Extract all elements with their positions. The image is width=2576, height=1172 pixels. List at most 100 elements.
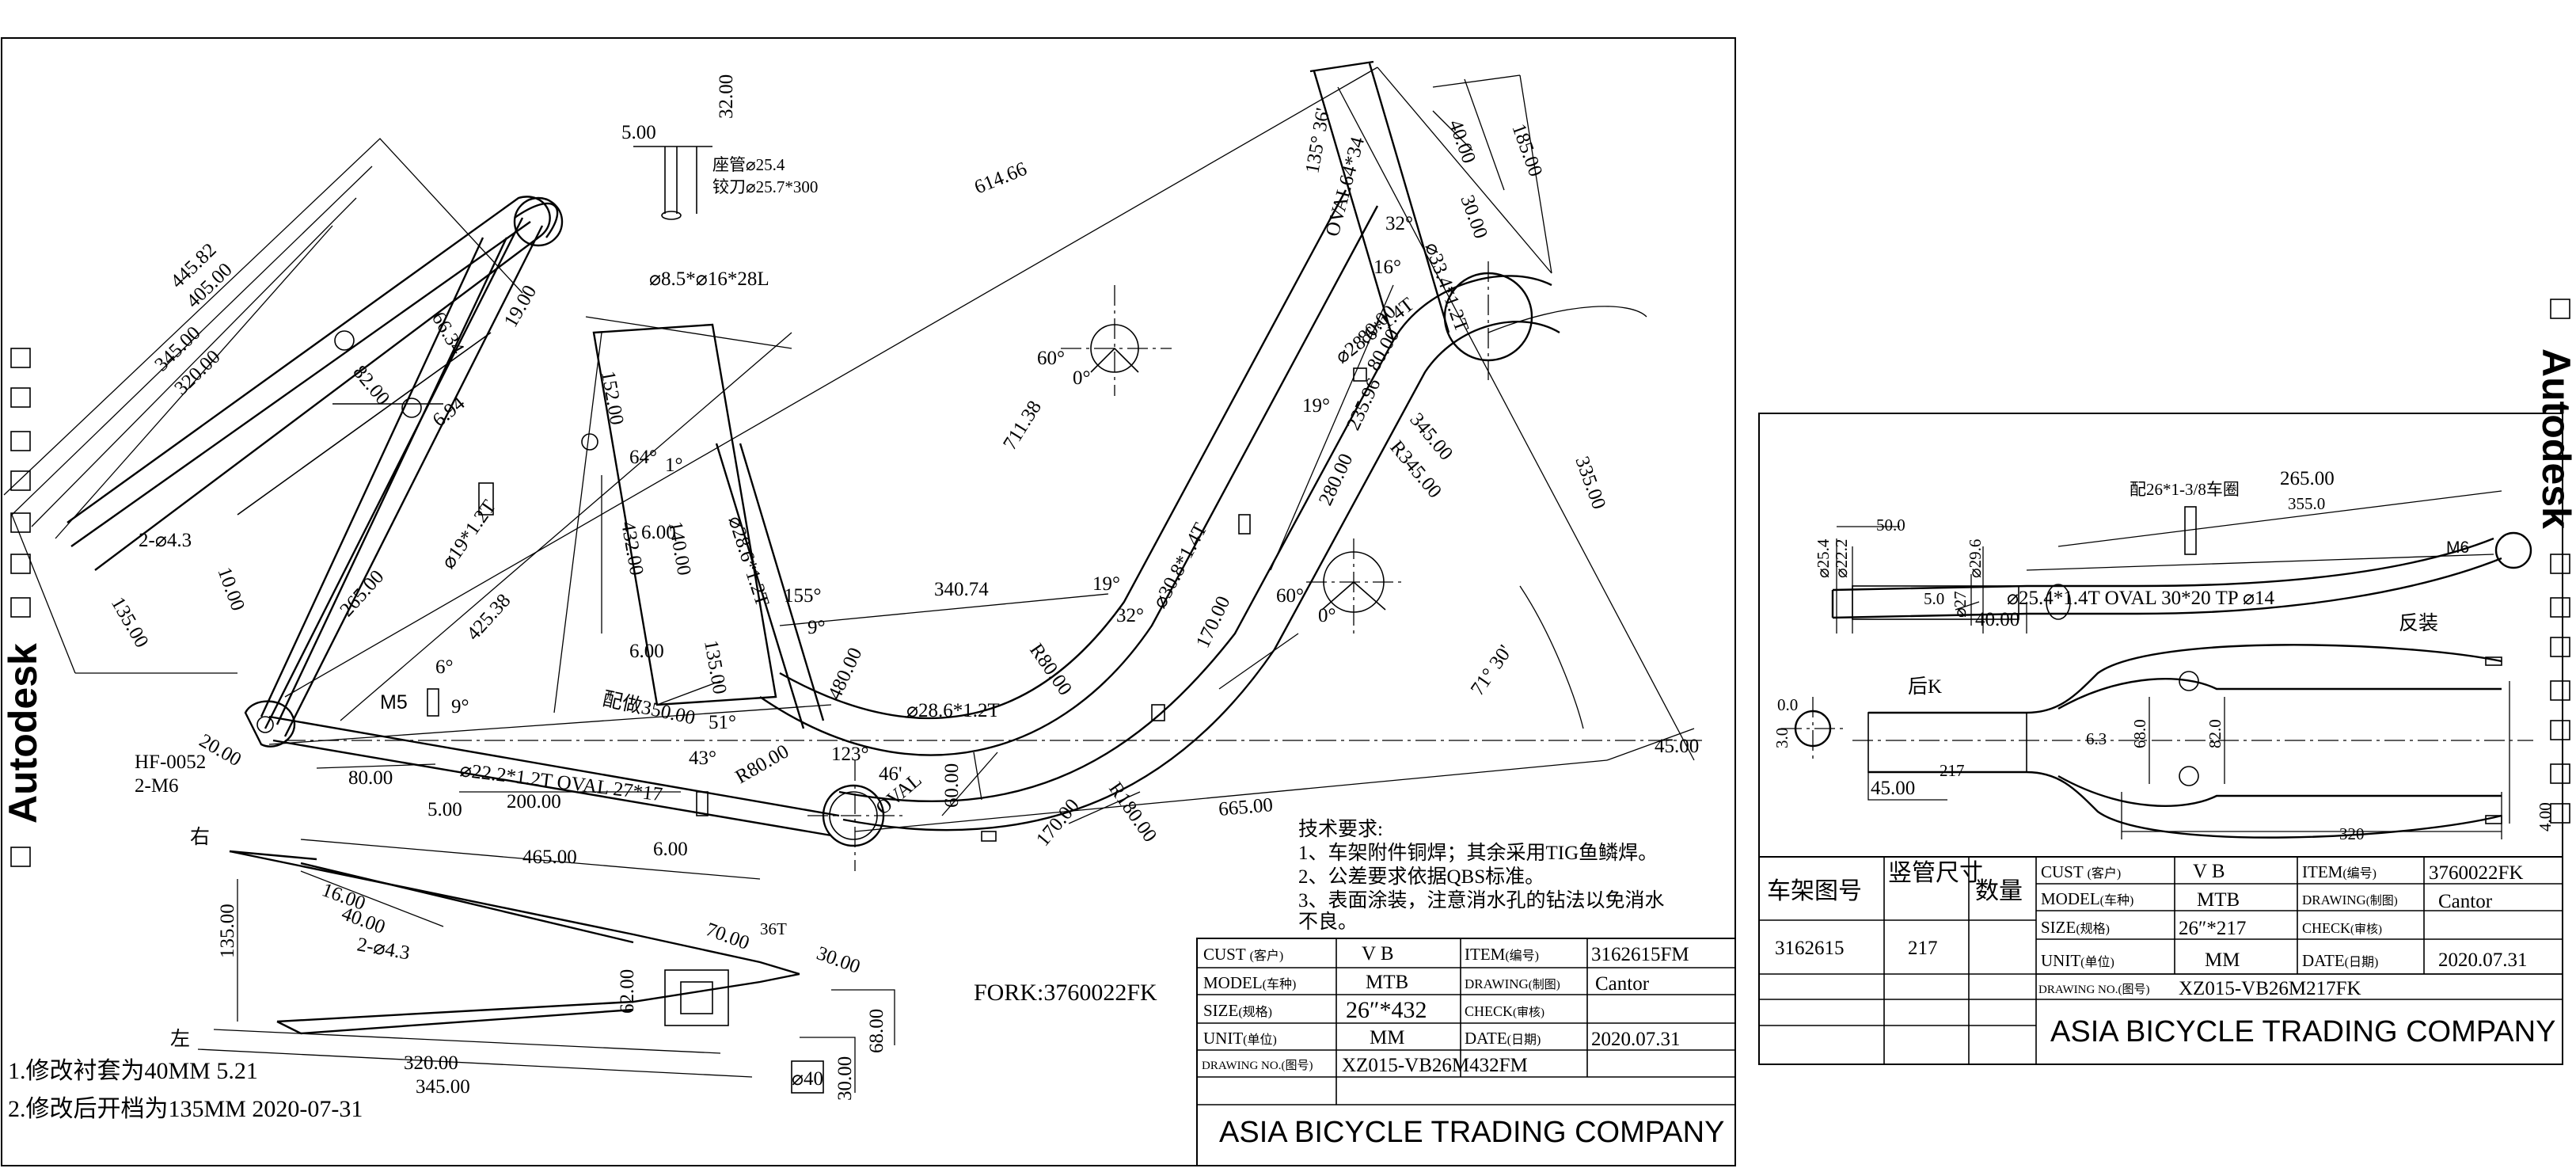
- right-checkbox-strip: [2550, 299, 2570, 824]
- svg-text:5.00: 5.00: [427, 799, 462, 820]
- svg-text:68.0: 68.0: [2130, 719, 2149, 748]
- svg-text:DRAWING(制图): DRAWING(制图): [1465, 976, 1560, 991]
- svg-text:60°: 60°: [1276, 585, 1304, 607]
- svg-text:SIZE(规格): SIZE(规格): [1203, 1001, 1272, 1020]
- svg-text:ITEM(编号): ITEM(编号): [1465, 945, 1539, 964]
- svg-text:123°: 123°: [831, 744, 869, 765]
- svg-text:DRAWING NO.(图号): DRAWING NO.(图号): [2038, 983, 2149, 996]
- svg-text:OVAL64*34: OVAL64*34: [1322, 135, 1370, 239]
- frame-sheet-border: [1, 37, 1736, 1166]
- svg-text:1°: 1°: [665, 455, 683, 476]
- svg-text:6.3: 6.3: [2086, 729, 2107, 748]
- svg-text:30.00: 30.00: [814, 942, 863, 978]
- watermark-right: Autodesk: [2534, 348, 2576, 529]
- svg-text:320: 320: [2339, 824, 2365, 843]
- svg-text:R80.00: R80.00: [732, 740, 793, 788]
- svg-text:不良。: 不良。: [1298, 911, 1358, 933]
- svg-text:9°: 9°: [807, 617, 826, 638]
- svg-text:64°: 64°: [629, 447, 657, 468]
- svg-text:Cantor: Cantor: [1595, 973, 1650, 995]
- svg-text:19.00: 19.00: [500, 282, 541, 331]
- svg-text:10.00: 10.00: [213, 565, 249, 614]
- svg-text:3.0: 3.0: [1772, 728, 1791, 748]
- svg-text:355.0: 355.0: [2288, 494, 2325, 513]
- svg-text:0.0: 0.0: [1777, 695, 1798, 714]
- svg-text:665.00: 665.00: [1218, 794, 1274, 820]
- svg-text:45.00: 45.00: [1655, 736, 1699, 757]
- svg-text:⌀22.2: ⌀22.2: [1832, 539, 1851, 578]
- svg-text:152.00: 152.00: [597, 369, 628, 426]
- svg-text:3162615: 3162615: [1775, 938, 1845, 959]
- svg-text:711.38: 711.38: [999, 397, 1046, 454]
- svg-text:16°: 16°: [1373, 257, 1401, 278]
- svg-text:ASIA BICYCLE TRADING COMPANY: ASIA BICYCLE TRADING COMPANY: [1219, 1116, 1724, 1149]
- watermark-left: Autodesk: [1, 643, 45, 824]
- svg-text:SIZE(规格): SIZE(规格): [2041, 918, 2110, 937]
- svg-text:⌀28.6*1.2T: ⌀28.6*1.2T: [906, 700, 1000, 721]
- svg-text:2-M6: 2-M6: [135, 775, 179, 797]
- svg-text:135.00: 135.00: [107, 594, 153, 652]
- svg-text:4.00: 4.00: [2536, 802, 2555, 831]
- svg-text:345.00: 345.00: [416, 1076, 470, 1098]
- svg-text:MM: MM: [2205, 949, 2240, 971]
- svg-text:480.00: 480.00: [824, 645, 867, 703]
- svg-text:UNIT(单位): UNIT(单位): [1203, 1029, 1277, 1048]
- svg-text:V B: V B: [2193, 861, 2225, 882]
- svg-text:2.修改后开档为135MM 2020-07-31: 2.修改后开档为135MM 2020-07-31: [8, 1096, 363, 1122]
- svg-text:XZ015-VB26M432FM: XZ015-VB26M432FM: [1342, 1055, 1528, 1076]
- svg-text:40.00: 40.00: [339, 903, 388, 938]
- svg-text:3、表面涂装，注意消水孔的钻法以免消水: 3、表面涂装，注意消水孔的钻法以免消水: [1298, 889, 1665, 911]
- revision-notes: 1.修改衬套为40MM 5.21 2.修改后开档为135MM 2020-07-3…: [8, 1058, 363, 1122]
- svg-text:XZ015-VB26M217FK: XZ015-VB26M217FK: [2179, 978, 2361, 999]
- frame-geometry: [66, 60, 1702, 871]
- svg-text:43°: 43°: [689, 748, 716, 769]
- svg-text:M5: M5: [380, 691, 408, 713]
- svg-text:R180.00: R180.00: [1104, 778, 1161, 846]
- fork-title-block: 车架图号 竖管尺寸 数量 3162615 217 CUST (客户) MODEL…: [1758, 856, 2563, 1065]
- svg-text:反装: 反装: [2399, 612, 2438, 634]
- svg-text:32.00: 32.00: [716, 74, 737, 119]
- svg-text:V B: V B: [1362, 943, 1394, 965]
- fork-text: 配26*1-3/8车圈 355.0 265.00 50.0 ⌀25.4 ⌀22.…: [1772, 468, 2555, 843]
- svg-text:DATE(日期): DATE(日期): [1465, 1029, 1541, 1048]
- svg-text:5.0: 5.0: [1924, 589, 1944, 608]
- svg-text:2020.07.31: 2020.07.31: [1591, 1029, 1681, 1050]
- svg-text:0°: 0°: [1073, 367, 1091, 389]
- svg-text:26″*432: 26″*432: [1346, 997, 1427, 1023]
- svg-text:60°: 60°: [1037, 348, 1065, 369]
- svg-text:185.00: 185.00: [1507, 121, 1546, 180]
- svg-text:1.修改衬套为40MM 5.21: 1.修改衬套为40MM 5.21: [8, 1058, 258, 1084]
- svg-text:135.00: 135.00: [217, 904, 238, 958]
- tech-requirements: 技术要求: 1、车架附件铜焊；其余采用TIG鱼鳞焊。 2、公差要求依据QBS标准…: [1298, 818, 1665, 933]
- svg-text:320.00: 320.00: [404, 1052, 458, 1074]
- svg-text:26″*217: 26″*217: [2179, 918, 2246, 939]
- svg-text:1、车架附件铜焊；其余采用TIG鱼鳞焊。: 1、车架附件铜焊；其余采用TIG鱼鳞焊。: [1298, 842, 1658, 864]
- frame-dimension-lines: [3, 67, 1695, 880]
- svg-text:30.00: 30.00: [834, 1056, 856, 1101]
- fork-side-view: [1831, 490, 2532, 634]
- svg-text:135° 36': 135° 36': [1301, 106, 1334, 175]
- svg-text:71° 30': 71° 30': [1467, 641, 1517, 699]
- svg-text:⌀29.6: ⌀29.6: [1966, 539, 1985, 578]
- svg-text:ASIA BICYCLE TRADING COMPANY: ASIA BICYCLE TRADING COMPANY: [2050, 1015, 2555, 1048]
- seat-tube-line: [264, 217, 524, 729]
- svg-text:⌀25.4: ⌀25.4: [1814, 538, 1833, 578]
- svg-text:ITEM(编号): ITEM(编号): [2302, 862, 2377, 881]
- svg-text:⌀40: ⌀40: [792, 1068, 823, 1090]
- left-checkbox-strip: [10, 348, 31, 867]
- svg-text:9°: 9°: [451, 696, 469, 717]
- svg-text:配做350.00: 配做350.00: [601, 687, 697, 729]
- svg-text:6.00: 6.00: [641, 522, 676, 543]
- svg-text:70.00: 70.00: [703, 919, 752, 954]
- rear-triangle-top-view: [197, 850, 895, 1094]
- svg-text:MTB: MTB: [1366, 972, 1408, 993]
- svg-text:40.00: 40.00: [1975, 609, 2019, 630]
- svg-text:217: 217: [1940, 761, 1965, 780]
- svg-text:6.00: 6.00: [653, 839, 688, 860]
- svg-text:32°: 32°: [1385, 213, 1413, 234]
- svg-text:⌀30.8*1.4T: ⌀30.8*1.4T: [1149, 519, 1211, 612]
- svg-text:335.00: 335.00: [1571, 454, 1609, 512]
- svg-text:⌀27: ⌀27: [1951, 591, 1970, 618]
- svg-text:6.00: 6.00: [629, 641, 664, 662]
- svg-text:MODEL(车种): MODEL(车种): [2041, 889, 2133, 908]
